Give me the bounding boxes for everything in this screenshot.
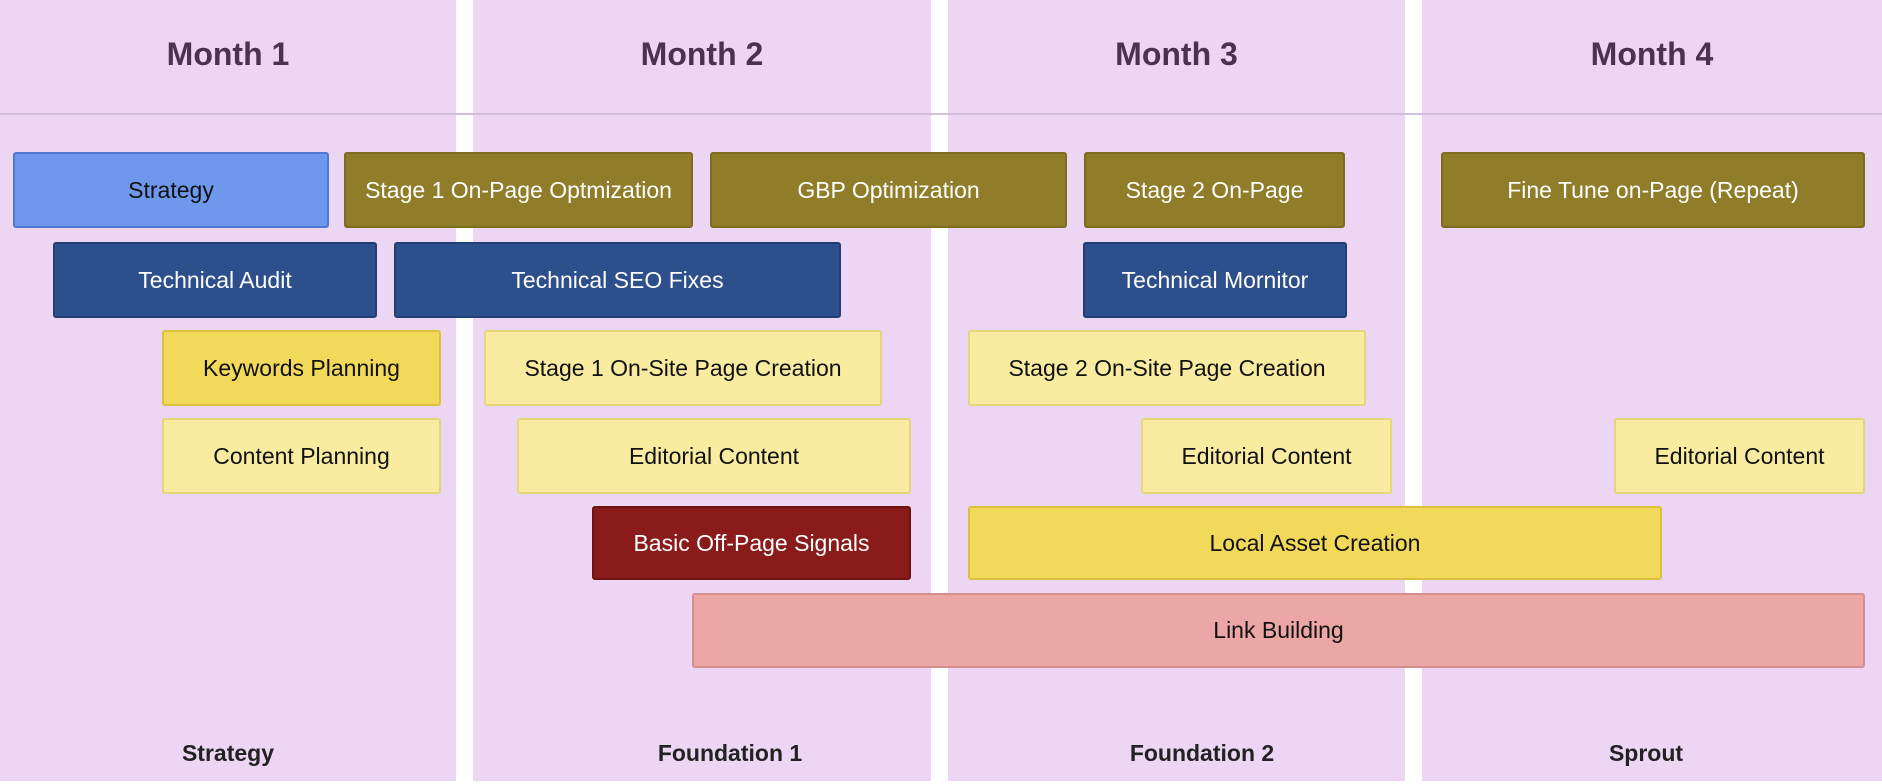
phase-label-sprout: Sprout: [1608, 740, 1684, 766]
month-3-header: Month 3: [1115, 36, 1238, 72]
task-keywords-planning: Keywords Planning: [162, 330, 441, 406]
task-editorial-content-1: Editorial Content: [517, 418, 911, 494]
task-stage2-onpage: Stage 2 On-Page: [1084, 152, 1345, 228]
task-stage2-onsite-page-creation: Stage 2 On-Site Page Creation: [968, 330, 1366, 406]
task-content-planning: Content Planning: [162, 418, 441, 494]
phase-label-strategy: Strategy: [181, 740, 275, 766]
task-gbp-optimization: GBP Optimization: [710, 152, 1067, 228]
phase-label-foundation-1: Foundation 1: [657, 740, 803, 766]
task-editorial-content-3: Editorial Content: [1614, 418, 1865, 494]
task-basic-off-page-signals: Basic Off-Page Signals: [592, 506, 911, 580]
task-strategy: Strategy: [13, 152, 329, 228]
task-local-asset-creation: Local Asset Creation: [968, 506, 1662, 580]
month-1-header: Month 1: [166, 36, 290, 72]
task-link-building: Link Building: [692, 593, 1865, 668]
task-editorial-content-2: Editorial Content: [1141, 418, 1392, 494]
phase-label-foundation-2: Foundation 2: [1129, 740, 1275, 766]
task-stage1-onpage-optimization: Stage 1 On-Page Optmization: [344, 152, 693, 228]
task-fine-tune-onpage: Fine Tune on-Page (Repeat): [1441, 152, 1865, 228]
header-divider: [0, 113, 1882, 115]
task-technical-audit: Technical Audit: [53, 242, 377, 318]
month-2-header: Month 2: [640, 36, 764, 72]
month-4-header: Month 4: [1590, 36, 1714, 72]
task-technical-seo-fixes: Technical SEO Fixes: [394, 242, 841, 318]
task-stage1-onsite-page-creation: Stage 1 On-Site Page Creation: [484, 330, 882, 406]
task-technical-monitor: Technical Mornitor: [1083, 242, 1347, 318]
